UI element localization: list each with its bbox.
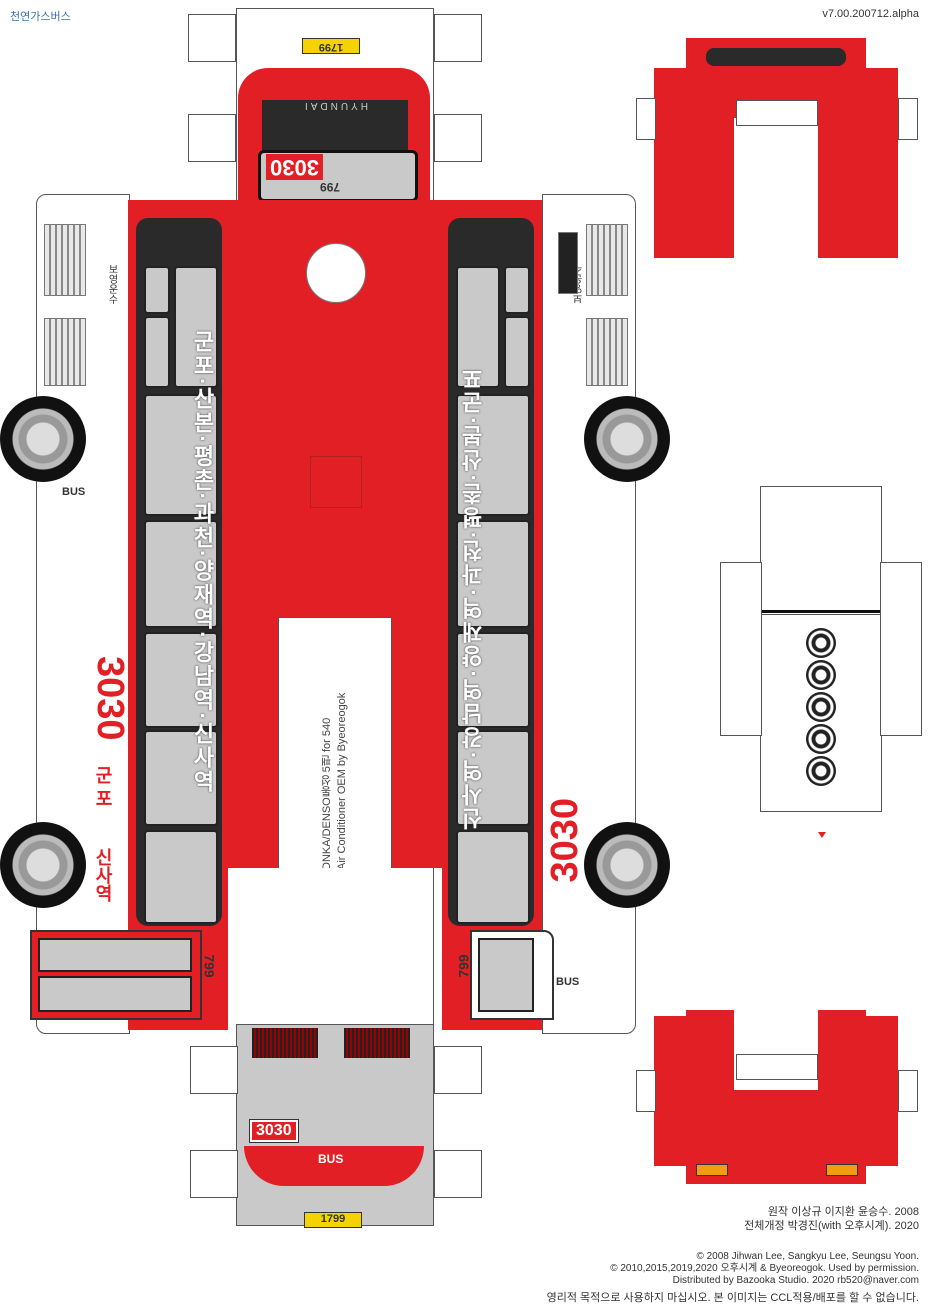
underside-net bbox=[720, 476, 922, 838]
flap-top-right-2 bbox=[434, 114, 482, 162]
flap-top-left-1 bbox=[188, 14, 236, 62]
left-window-2 bbox=[174, 266, 218, 388]
rear-route-number: 3030 bbox=[266, 154, 323, 180]
left-route-number: 3030 bbox=[89, 656, 131, 741]
credits-revision-label: 전체개정 bbox=[744, 1220, 785, 1232]
left-window-5 bbox=[144, 520, 218, 628]
rear-cap-tab-right bbox=[898, 98, 918, 140]
credits-revision: 전체개정 박경진(with 오후시계). 2020 bbox=[744, 1220, 919, 1233]
left-vent-2 bbox=[44, 318, 86, 386]
ac-text-1: Air Conditioner OEM by Byeoreogok bbox=[336, 692, 348, 870]
front-grille-right bbox=[344, 1028, 410, 1058]
credits-origin-names: 이상규 이지환 윤승수. 2008 bbox=[791, 1206, 919, 1218]
roof-lower-white bbox=[236, 868, 432, 1028]
fan-1 bbox=[806, 628, 836, 658]
fan-5 bbox=[806, 756, 836, 786]
fan-2 bbox=[806, 660, 836, 690]
left-rear-wheel bbox=[0, 396, 86, 482]
flap-bottom-right-2 bbox=[434, 1150, 482, 1198]
rear-cap-tab bbox=[736, 100, 818, 126]
right-window-6 bbox=[456, 632, 530, 728]
front-gbus-logo: BUS bbox=[318, 1152, 344, 1166]
right-window-4 bbox=[456, 394, 530, 516]
front-grille-left bbox=[252, 1028, 318, 1058]
hyundai-brand: HYUNDAI bbox=[302, 100, 369, 111]
flap-top-left-2 bbox=[188, 114, 236, 162]
flap-bottom-left bbox=[190, 1046, 238, 1094]
front-bumper bbox=[244, 1146, 424, 1186]
right-window-7 bbox=[456, 730, 530, 826]
left-window-6 bbox=[144, 632, 218, 728]
copyright-2: © 2010,2015,2019,2020 오후시계 & Byeoreogok.… bbox=[610, 1263, 919, 1274]
left-window-7 bbox=[144, 730, 218, 826]
front-cap-tab-left bbox=[636, 1070, 656, 1112]
left-door-window-1 bbox=[38, 938, 192, 972]
right-window-3 bbox=[504, 316, 530, 388]
front-cap-tab bbox=[736, 1054, 818, 1080]
front-cap-tab-right bbox=[898, 1070, 918, 1112]
flap-top-right-1 bbox=[434, 14, 482, 62]
right-rear-wheel bbox=[584, 396, 670, 482]
front-cap-light-right bbox=[826, 1164, 858, 1176]
right-fleet-number: 799 bbox=[455, 954, 472, 978]
rear-cap-left-inner bbox=[686, 118, 734, 258]
right-destination: 신사역·강남역·양재역·과천·평촌·산본·군포 bbox=[461, 366, 486, 830]
roof-hatch-circle bbox=[306, 243, 366, 303]
flap-bottom-right bbox=[434, 1046, 482, 1094]
copyright-1: © 2008 Jihwan Lee, Sangkyu Lee, Seungsu … bbox=[696, 1251, 919, 1262]
rear-cap-tab-left bbox=[636, 98, 656, 140]
ac-text-2: DNKA/DENSO통성 5팬 for 540 bbox=[321, 717, 333, 870]
front-cap-light-left bbox=[696, 1164, 728, 1176]
right-route-number: 3030 bbox=[544, 798, 586, 883]
credits-origin-label: 원작 bbox=[767, 1206, 789, 1218]
rear-cap-right-inner bbox=[818, 118, 866, 258]
left-front-wheel bbox=[0, 822, 86, 908]
right-gbus-logo: BUS bbox=[556, 976, 580, 988]
right-window-5 bbox=[456, 520, 530, 628]
front-plate: 1799 bbox=[304, 1212, 362, 1228]
rear-plate: 1799 bbox=[302, 38, 360, 54]
copyright-3: Distributed by Bazooka Studio. 2020 rb52… bbox=[672, 1275, 919, 1286]
front-cap-net bbox=[636, 1010, 918, 1186]
left-gbus-logo: BUS bbox=[62, 486, 86, 498]
underside-top bbox=[760, 486, 882, 616]
version-label: v7.00.200712.alpha bbox=[822, 8, 919, 20]
right-window-8 bbox=[456, 830, 530, 924]
fan-4 bbox=[806, 724, 836, 754]
rear-cap-net bbox=[636, 18, 918, 268]
rear-fleet-number: 799 bbox=[320, 180, 341, 194]
left-door-window-2 bbox=[38, 976, 192, 1012]
rear-cap-lights bbox=[706, 48, 846, 66]
right-vent-1 bbox=[558, 232, 578, 294]
front-route-badge: 3030 bbox=[249, 1119, 299, 1143]
left-vent-1 bbox=[44, 224, 86, 296]
right-door-window bbox=[478, 938, 534, 1012]
left-window-1 bbox=[144, 266, 170, 314]
credits-revision-names: 박경진(with 오후시계). 2020 bbox=[787, 1220, 919, 1232]
underside-side-left bbox=[720, 562, 762, 736]
underside-side-right bbox=[880, 562, 922, 736]
left-short-2: 신사역 bbox=[93, 848, 113, 902]
roof-hatch-square bbox=[310, 456, 362, 508]
left-window-4 bbox=[144, 394, 218, 516]
left-window-3 bbox=[144, 316, 170, 388]
credits-origin: 원작 이상규 이지환 윤승수. 2008 bbox=[768, 1206, 919, 1219]
underside-divider bbox=[760, 610, 880, 613]
right-vent-3 bbox=[586, 318, 628, 386]
left-window-8 bbox=[144, 830, 218, 924]
header-title: 천연가스버스 bbox=[10, 11, 71, 23]
left-company-label: 보영운수 bbox=[106, 264, 117, 304]
right-front-wheel bbox=[584, 822, 670, 908]
right-window-1 bbox=[456, 266, 500, 388]
right-vent-2 bbox=[586, 224, 628, 296]
left-destination: 군포·산본·평촌·과천·양재역·강남역·신사역 bbox=[190, 330, 215, 794]
fan-3 bbox=[806, 692, 836, 722]
notice: 영리적 목적으로 사용하지 마십시오. 본 이미지는 CCL적용/배포를 할 수… bbox=[546, 1292, 919, 1304]
left-fleet-number: 799 bbox=[201, 954, 218, 978]
left-short-1: 군 포 bbox=[93, 766, 113, 808]
flap-bottom-left-2 bbox=[190, 1150, 238, 1198]
right-window-2 bbox=[504, 266, 530, 314]
underside-marker bbox=[818, 832, 826, 838]
